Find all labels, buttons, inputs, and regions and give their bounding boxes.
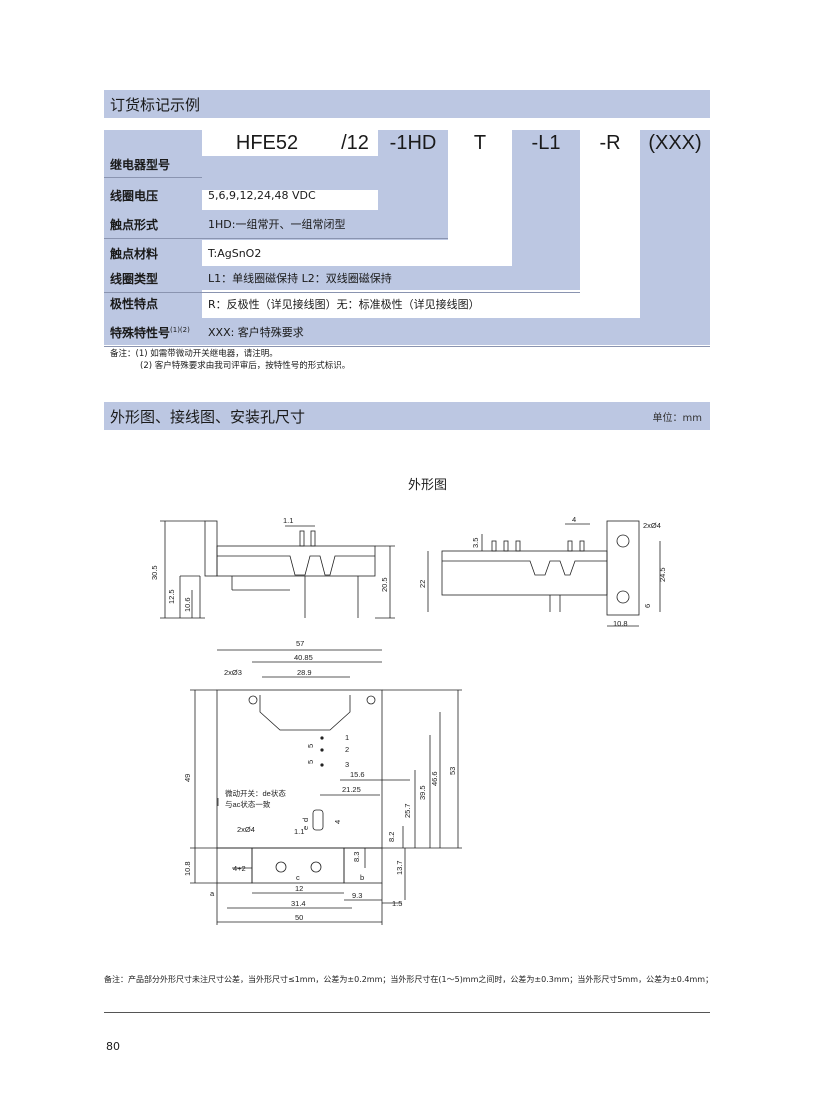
row-value: L1：单线圈磁保持 L2：双线圈磁保持	[208, 272, 392, 285]
svg-text:2xØ4: 2xØ4	[643, 521, 661, 530]
row-bg	[104, 318, 710, 345]
svg-text:57: 57	[296, 639, 304, 648]
svg-text:39.5: 39.5	[418, 785, 427, 800]
svg-text:46.6: 46.6	[430, 771, 439, 786]
svg-text:2xØ3: 2xØ3	[224, 668, 242, 677]
page-number: 80	[106, 1040, 120, 1053]
svg-text:24.5: 24.5	[658, 567, 667, 582]
section-title: 外形图、接线图、安装孔尺寸	[110, 407, 306, 426]
code-coil-type: -L1	[531, 131, 561, 154]
svg-text:31.4: 31.4	[291, 899, 306, 908]
row-coil-type: 线圈类型 L1：单线圈磁保持 L2：双线圈磁保持	[104, 264, 580, 293]
svg-text:1.1: 1.1	[294, 827, 304, 836]
row-contact-form: 触点形式 1HD:一组常开、一组常闭型	[104, 210, 448, 239]
svg-text:10.6: 10.6	[183, 597, 192, 612]
code-contact-material: T	[473, 131, 487, 154]
row-bg	[104, 210, 448, 240]
svg-text:3.5: 3.5	[471, 538, 480, 548]
row-value: R：反极性（详见接线图）无：标准极性（详见接线图）	[208, 297, 480, 311]
svg-text:2: 2	[345, 745, 349, 754]
code-contact-form: -1HD	[389, 131, 437, 154]
svg-text:8.3: 8.3	[352, 852, 361, 862]
row-model: 继电器型号	[104, 152, 202, 178]
svg-text:2xØ4: 2xØ4	[237, 825, 255, 834]
code-special: (XXX)	[648, 131, 702, 154]
svg-text:21.25: 21.25	[342, 785, 361, 794]
row-contact-material: 触点材料 T:AgSnO2	[104, 239, 512, 268]
figure-title: 外形图	[408, 478, 448, 493]
row-value: 5,6,9,12,24,48 VDC	[208, 189, 316, 202]
code-polarity: -R	[599, 131, 621, 154]
svg-text:9.3: 9.3	[352, 891, 362, 900]
svg-text:b: b	[360, 873, 364, 882]
ordering-notes: 备注：(1) 如需带微动开关继电器，请注明。 (2) 客户特殊要求由我司评审后，…	[110, 349, 351, 371]
unit-label: 单位：mm	[652, 412, 702, 424]
svg-text:12: 12	[295, 884, 303, 893]
svg-text:8.2: 8.2	[387, 832, 396, 842]
svg-text:与ac状态一致: 与ac状态一致	[225, 799, 271, 809]
svg-text:22: 22	[418, 580, 427, 588]
row-label: 线圈类型	[110, 271, 159, 286]
svg-text:50: 50	[295, 913, 303, 922]
svg-text:10.8: 10.8	[613, 619, 628, 628]
svg-text:53: 53	[448, 767, 457, 775]
svg-text:4+2: 4+2	[233, 864, 246, 873]
svg-text:1.1: 1.1	[283, 516, 293, 525]
code-voltage: /12	[341, 131, 369, 154]
row-label: 继电器型号	[110, 158, 171, 172]
svg-text:10.8: 10.8	[183, 861, 192, 876]
svg-text:12.5: 12.5	[167, 589, 176, 604]
svg-text:30.5: 30.5	[150, 565, 159, 580]
svg-text:微动开关：de状态: 微动开关：de状态	[225, 788, 286, 798]
code-bg-1hd	[378, 130, 448, 210]
table-bg-step	[202, 156, 378, 190]
row-label: 特殊特性号(1)(2)	[110, 325, 190, 340]
svg-text:d: d	[301, 818, 310, 822]
svg-text:13.7: 13.7	[395, 860, 404, 875]
svg-text:15.6: 15.6	[350, 770, 365, 779]
row-label: 触点形式	[110, 217, 159, 232]
svg-text:5: 5	[306, 760, 315, 764]
row-label: 触点材料	[110, 247, 159, 261]
row-value: 1HD:一组常开、一组常闭型	[208, 218, 346, 231]
code-bg-l1	[512, 130, 580, 290]
svg-text:4: 4	[572, 515, 576, 524]
code-model: HFE52	[235, 131, 299, 154]
svg-text:c: c	[296, 873, 300, 882]
svg-text:5: 5	[306, 744, 315, 748]
section-title: 订货标记示例	[110, 95, 201, 114]
svg-text:40.85: 40.85	[294, 653, 313, 662]
row-value: T:AgSnO2	[208, 247, 262, 260]
svg-text:6: 6	[643, 604, 652, 608]
svg-text:3: 3	[345, 760, 349, 769]
row-value: XXX: 客户特殊要求	[208, 326, 304, 339]
footnote: 备注：产品部分外形尺寸未注尺寸公差，当外形尺寸≤1mm，公差为±0.2mm；当外…	[104, 975, 714, 984]
code-bg-xxx	[640, 130, 710, 345]
svg-text:4: 4	[333, 820, 342, 824]
svg-text:e: e	[301, 826, 310, 830]
svg-text:28.9: 28.9	[297, 668, 312, 677]
divider	[104, 1012, 710, 1013]
row-coil-voltage: 线圈电压 5,6,9,12,24,48 VDC	[104, 181, 378, 210]
row-label: 线圈电压	[110, 189, 159, 203]
section-header-dimensions: 外形图、接线图、安装孔尺寸 单位：mm	[104, 402, 710, 430]
row-label: 极性特点	[110, 297, 159, 311]
row-polarity: 极性特点 R：反极性（详见接线图）无：标准极性（详见接线图）	[104, 289, 640, 318]
row-bg	[104, 266, 580, 290]
row-special: 特殊特性号(1)(2) XXX: 客户特殊要求	[104, 318, 710, 347]
svg-text:25.7: 25.7	[403, 803, 412, 818]
svg-text:20.5: 20.5	[380, 577, 389, 592]
svg-text:1: 1	[345, 733, 349, 742]
svg-text:a: a	[210, 889, 215, 898]
section-header-ordering: 订货标记示例	[104, 90, 710, 118]
svg-text:49: 49	[183, 774, 192, 782]
svg-text:1.5: 1.5	[392, 899, 402, 908]
